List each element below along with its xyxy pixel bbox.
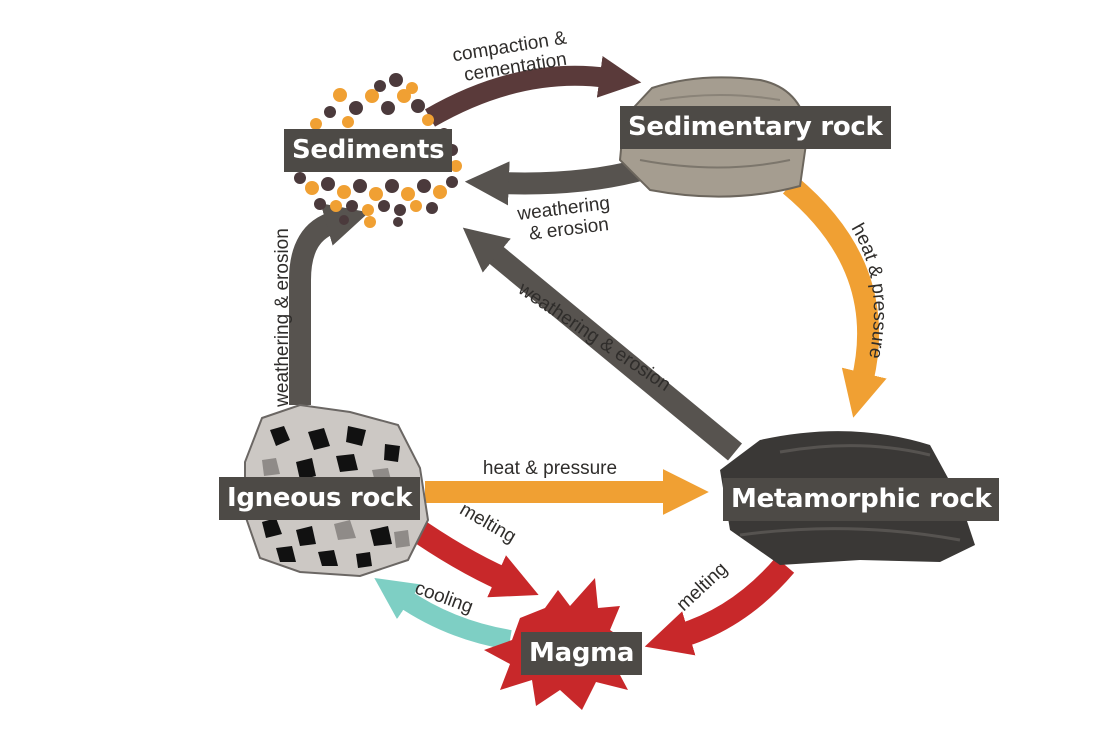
compaction-cementation-arrow	[424, 56, 642, 127]
heat-pressure-arrow-sedimentary	[782, 176, 887, 418]
melting-arrow-metamorphic	[644, 557, 795, 656]
weathering-erosion-arrow-metamorphic	[462, 227, 742, 461]
sediments-illustration	[294, 73, 462, 228]
melting-label-igneous: melting	[456, 499, 520, 548]
heat-pressure-label-igneous: heat & pressure	[483, 458, 617, 479]
sedimentary-rock-label: Sedimentary rock	[620, 106, 891, 149]
cooling-arrow	[374, 577, 512, 650]
weathering-erosion-arrow-igneous	[289, 203, 369, 405]
weathering-erosion-arrow-sedimentary	[464, 159, 643, 206]
weathering-erosion-label-igneous: weathering & erosion	[272, 228, 293, 408]
igneous-rock-label: Igneous rock	[219, 477, 421, 520]
sediments-label: Sediments	[284, 129, 453, 172]
metamorphic-rock-label: Metamorphic rock	[723, 478, 1000, 521]
weathering-erosion-label-sedimentary: weathering & erosion	[515, 192, 619, 246]
weathering-erosion-label-metamorphic: weathering & erosion	[514, 278, 675, 396]
magma-label: Magma	[521, 632, 643, 675]
